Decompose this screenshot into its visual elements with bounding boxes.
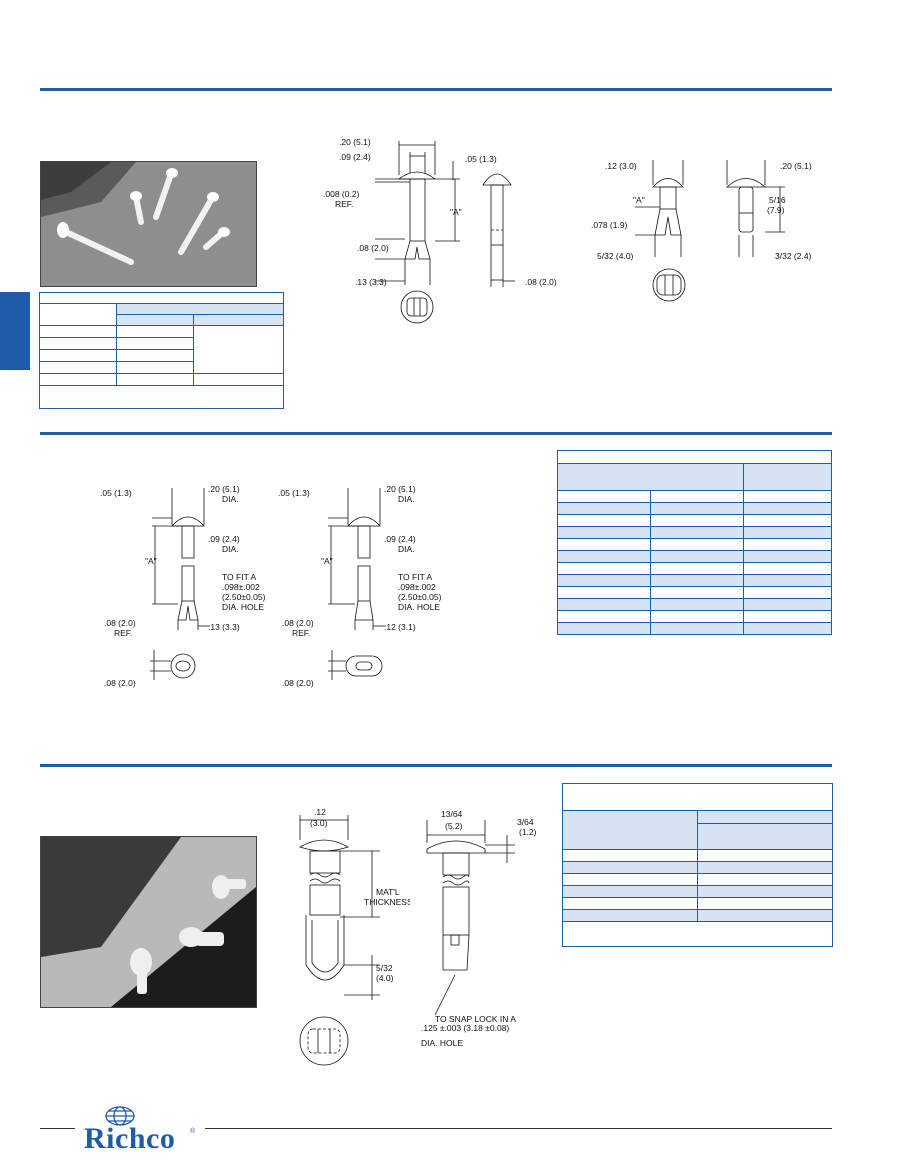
dim-text: REF. <box>335 199 353 209</box>
dim-text: .05 (1.3) <box>278 488 310 498</box>
dim-text: 5/32 (4.0) <box>597 251 634 261</box>
registered-mark: ® <box>190 1128 196 1135</box>
drawing-rivet-3: .05 (1.3) .20 (5.1) DIA. .09 (2.4) DIA. … <box>100 484 266 688</box>
dim-text: .05 (1.3) <box>100 488 132 498</box>
dim-text: .08 (2.0) <box>104 618 136 628</box>
dim-text: .12 (3.0) <box>605 161 637 171</box>
footer-rule <box>40 1128 75 1129</box>
footer-rule <box>205 1128 832 1129</box>
drawing-rivet-2: .12 (3.0) "A" .078 (1.9) 5/32 (4.0) .20 … <box>591 160 812 302</box>
dim-text: .125 ±.003 (3.18 ±0.08) <box>421 1023 509 1033</box>
dim-text: 3/64 <box>517 817 534 827</box>
dim-text: "A" <box>321 556 333 566</box>
drawing-snap-rivet-2: 13/64 (5.2) 3/64 (1.2) TO SNAP LOCK IN A… <box>421 809 537 1033</box>
dim-text: DIA. <box>398 494 415 504</box>
dim-text: (2.50±0.05) <box>222 592 266 602</box>
dim-text: TO FIT A <box>222 572 256 582</box>
dim-text: .20 (5.1) <box>780 161 812 171</box>
drawing-rivet-4: .05 (1.3) .20 (5.1) DIA. .09 (2.4) DIA. … <box>278 484 442 688</box>
dim-text: 5/16 <box>769 195 786 205</box>
section-rule-middle <box>40 432 832 435</box>
dim-text: .13 (3.3) <box>208 622 240 632</box>
dim-text: 3/32 (2.4) <box>775 251 812 261</box>
dim-text: .098±.002 <box>222 582 260 592</box>
dim-text: DIA. HOLE <box>398 602 440 612</box>
dim-text: .008 (0.2) <box>323 189 360 199</box>
dim-text: .08 (2.0) <box>525 277 557 287</box>
richco-globe-icon <box>105 1106 135 1126</box>
dim-text: "A" <box>633 195 645 205</box>
dim-text: .09 (2.4) <box>339 152 371 162</box>
dim-text: (3.0) <box>310 818 328 828</box>
dim-text: REF. <box>292 628 310 638</box>
dim-text: (5.2) <box>445 821 463 831</box>
dim-text: 5/32 <box>376 963 393 973</box>
dim-text: .08 (2.0) <box>282 618 314 628</box>
dim-text: "A" <box>450 207 462 217</box>
spec-table-1 <box>39 292 284 409</box>
dim-text: .13 (3.3) <box>355 277 387 287</box>
dim-text: DIA. HOLE <box>222 602 264 612</box>
spec-table-3 <box>562 783 833 947</box>
brand-logo-text: Richco <box>84 1122 176 1155</box>
dim-text: .20 (5.1) <box>384 484 416 494</box>
drawing-rivet-1: .20 (5.1) .09 (2.4) .05 (1.3) .008 (0.2)… <box>323 137 557 324</box>
dim-text: .08 (2.0) <box>357 243 389 253</box>
side-tab <box>0 292 30 370</box>
spec-table-2 <box>557 450 832 635</box>
dim-text: (2.50±0.05) <box>398 592 442 602</box>
dim-text: .078 (1.9) <box>591 220 628 230</box>
dim-text: REF. <box>114 628 132 638</box>
dim-text: .05 (1.3) <box>465 154 497 164</box>
dim-text: (4.0) <box>376 973 394 983</box>
dim-text: .12 (3.1) <box>384 622 416 632</box>
dim-text: .098±.002 <box>398 582 436 592</box>
dim-text: 13/64 <box>441 809 463 819</box>
product-photo-snap-rivets <box>40 836 257 1008</box>
dim-text: .20 (5.1) <box>339 137 371 147</box>
dim-text: .08 (2.0) <box>282 678 314 688</box>
dim-text: .20 (5.1) <box>208 484 240 494</box>
dim-text: MAT'L <box>376 887 400 897</box>
section-rule-top <box>40 88 832 91</box>
dim-text: DIA. <box>398 544 415 554</box>
dim-text: DIA. <box>222 544 239 554</box>
section-rule-bottom <box>40 764 832 767</box>
rivets-photo-illustration <box>41 162 256 286</box>
dim-text: .09 (2.4) <box>384 534 416 544</box>
drawing-snap-rivet-1: .12 (3.0) MAT'L THICKNESS 5/32 (4.0) <box>299 807 410 1066</box>
dim-text: TO FIT A <box>398 572 432 582</box>
dim-text: TO SNAP LOCK IN A <box>435 1014 516 1024</box>
dim-text: "A" <box>145 556 157 566</box>
dim-text: .12 <box>314 807 326 817</box>
dim-text: (7.9) <box>767 205 785 215</box>
dim-text: (1.2) <box>519 827 537 837</box>
dim-text: DIA. HOLE <box>421 1038 464 1048</box>
dim-text: DIA. <box>222 494 239 504</box>
dim-text: .08 (2.0) <box>104 678 136 688</box>
snap-rivets-photo-illustration <box>41 837 256 1007</box>
product-photo-rivets <box>40 161 257 287</box>
dim-text: .09 (2.4) <box>208 534 240 544</box>
dim-text: THICKNESS <box>364 897 410 907</box>
